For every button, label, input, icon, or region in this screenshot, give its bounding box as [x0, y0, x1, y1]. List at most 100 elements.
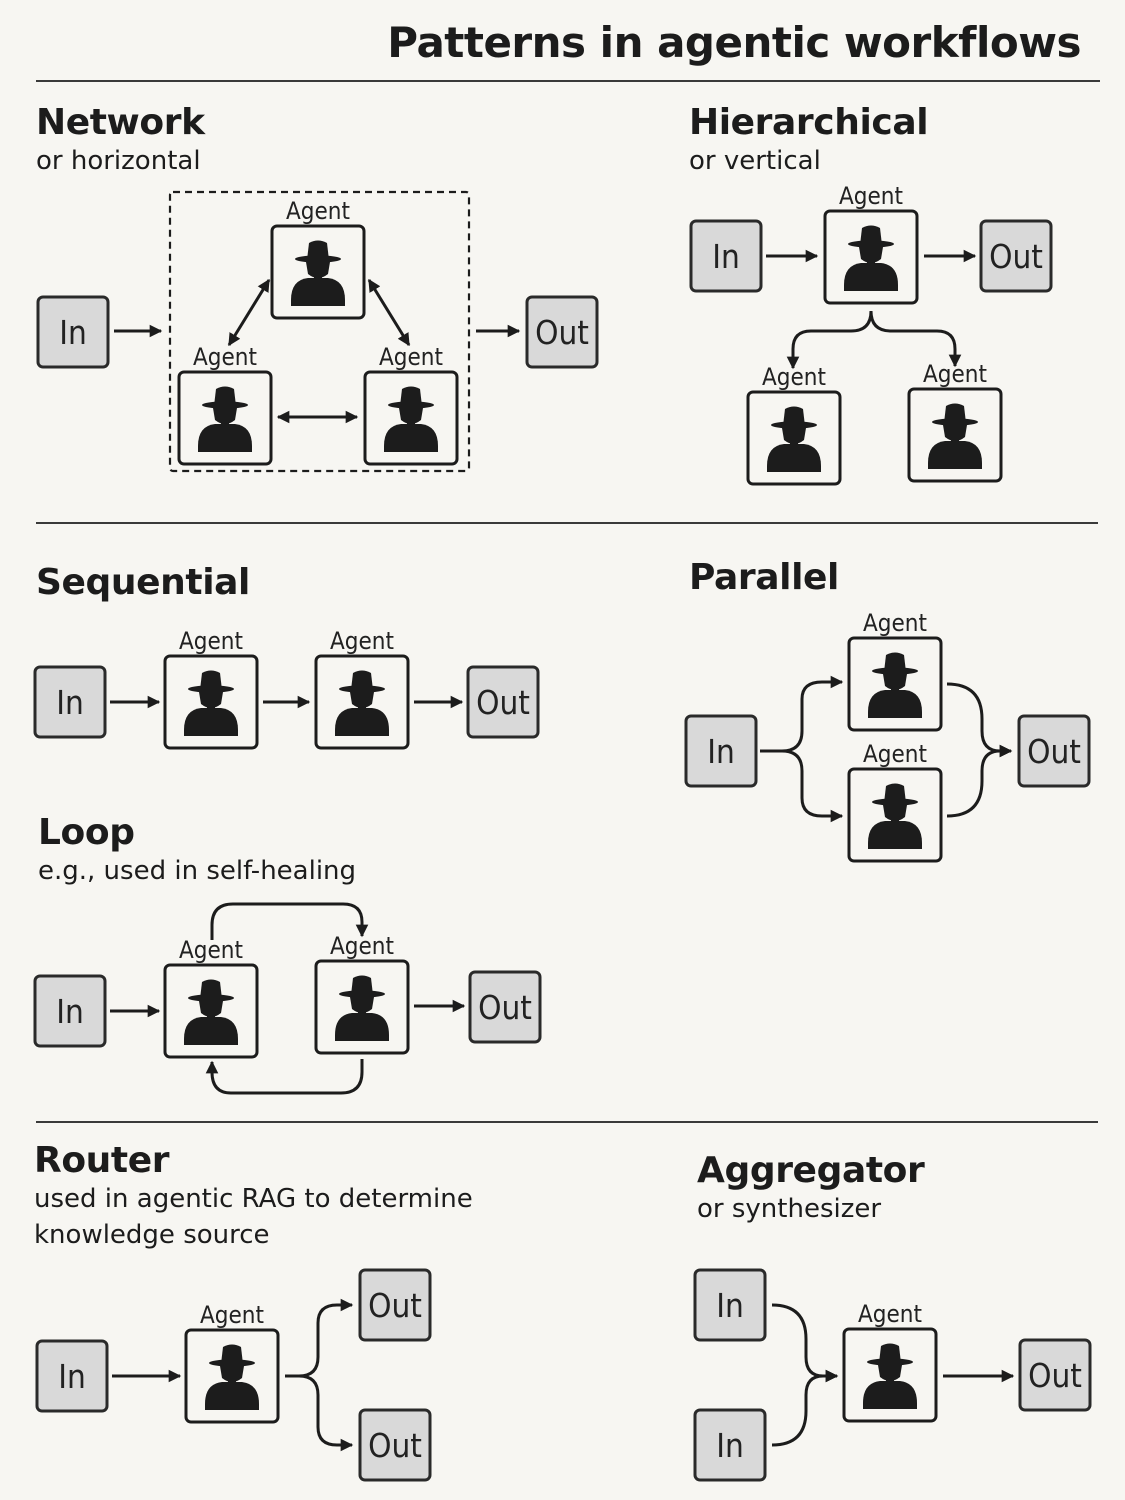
router-agent-label: Agent	[200, 1301, 264, 1329]
network-agent-top: Agent	[270, 197, 366, 320]
network-title: Network	[36, 102, 205, 143]
router-out-bottom-label: Out	[368, 1426, 422, 1465]
hierarchical-agent-manager-label: Agent	[839, 182, 903, 210]
agent-figure-icon	[205, 1344, 259, 1410]
network-edge-top-right	[367, 278, 411, 347]
router-in-box: In	[35, 1339, 109, 1413]
agent-figure-icon	[868, 783, 922, 849]
router-subtitle-line1: used in agentic RAG to determine	[34, 1184, 473, 1214]
aggregator-in-bottom-label: In	[716, 1426, 744, 1465]
loop-edge-back	[205, 1059, 364, 1095]
parallel-agent-bottom: Agent	[847, 740, 943, 863]
sequential-agent-2-label: Agent	[330, 627, 394, 655]
hierarchical-in-box: In	[689, 219, 763, 293]
loop-agent-1: Agent	[163, 936, 259, 1059]
agent-figure-icon	[184, 979, 238, 1045]
divider-bottom	[36, 1121, 1098, 1123]
network-agent-left-label: Agent	[193, 343, 257, 371]
agent-figure-icon	[863, 1343, 917, 1409]
aggregator-in-bottom: In	[693, 1408, 767, 1482]
aggregator-out-box: Out	[1018, 1338, 1092, 1412]
hierarchical-agent-manager: Agent	[823, 182, 919, 305]
hierarchical-out-box: Out	[979, 219, 1053, 293]
aggregator-subtitle: or synthesizer	[697, 1194, 882, 1224]
sequential-out-box: Out	[466, 665, 540, 739]
aggregator-agent-label: Agent	[858, 1300, 922, 1328]
network-out-box: Out	[525, 295, 599, 369]
parallel-edge-top-out	[946, 682, 1013, 758]
sequential-agent-1: Agent	[163, 627, 259, 750]
router-out-top: Out	[358, 1268, 432, 1342]
aggregator-in-top: In	[693, 1268, 767, 1342]
sequential-in-box-label: In	[56, 683, 84, 722]
router-subtitle-line2: knowledge source	[34, 1220, 270, 1250]
aggregator-in-top-label: In	[716, 1286, 744, 1325]
hierarchical-edge-left	[786, 310, 873, 370]
divider-top	[36, 80, 1100, 82]
aggregator-title: Aggregator	[697, 1150, 925, 1191]
hierarchical-agent-left: Agent	[746, 363, 842, 486]
agent-figure-icon	[335, 670, 389, 736]
network-out-box-label: Out	[535, 313, 589, 352]
router-title: Router	[34, 1140, 170, 1181]
loop-out-box: Out	[468, 970, 542, 1044]
agent-figure-icon	[335, 975, 389, 1041]
aggregator-edge-in-top	[771, 1303, 839, 1383]
parallel-in-box: In	[684, 714, 758, 788]
sequential-title: Sequential	[36, 562, 250, 603]
aggregator-agent: Agent	[842, 1300, 938, 1423]
parallel-agent-top: Agent	[847, 609, 943, 732]
agent-figure-icon	[184, 670, 238, 736]
network-agent-right: Agent	[363, 343, 459, 466]
network-edge-top-left	[227, 278, 271, 347]
hierarchical-out-box-label: Out	[989, 237, 1043, 276]
hierarchical-subtitle: or vertical	[689, 146, 821, 176]
parallel-out-box: Out	[1017, 714, 1091, 788]
parallel-edge-bottom-out	[946, 744, 1013, 818]
agent-figure-icon	[844, 225, 898, 291]
router-out-top-label: Out	[368, 1286, 422, 1325]
loop-out-box-label: Out	[478, 988, 532, 1027]
parallel-out-box-label: Out	[1027, 732, 1081, 771]
network-in-box-label: In	[59, 313, 87, 352]
agent-figure-icon	[198, 386, 252, 452]
loop-edge-forward	[210, 902, 369, 940]
network-agent-left: Agent	[177, 343, 273, 466]
network-agent-top-label: Agent	[286, 197, 350, 225]
agent-figure-icon	[767, 406, 821, 472]
loop-agent-1-label: Agent	[179, 936, 243, 964]
divider-middle	[36, 522, 1098, 524]
network-in-box: In	[36, 295, 110, 369]
router-edge-out-bottom	[285, 1374, 354, 1452]
edge-layer	[110, 249, 1015, 1452]
agent-figure-icon	[291, 240, 345, 306]
sequential-out-box-label: Out	[476, 683, 530, 722]
router-in-box-label: In	[58, 1357, 86, 1396]
agent-figure-icon	[928, 403, 982, 469]
router-agent: Agent	[184, 1301, 280, 1424]
loop-in-box-label: In	[56, 992, 84, 1031]
network-group-boundary	[168, 190, 471, 473]
router-edge-out-top	[285, 1298, 354, 1378]
loop-agent-2: Agent	[314, 932, 410, 1055]
agent-figure-icon	[384, 386, 438, 452]
parallel-edge-in-top	[760, 675, 844, 753]
parallel-agent-top-label: Agent	[863, 609, 927, 637]
network-agent-right-label: Agent	[379, 343, 443, 371]
loop-title: Loop	[38, 812, 135, 853]
aggregator-edge-in-bottom	[771, 1369, 839, 1447]
parallel-in-box-label: In	[707, 732, 735, 771]
hierarchical-title: Hierarchical	[689, 102, 929, 143]
network-subtitle: or horizontal	[36, 146, 201, 176]
router-out-bottom: Out	[358, 1408, 432, 1482]
loop-agent-2-label: Agent	[330, 932, 394, 960]
loop-subtitle: e.g., used in self-healing	[38, 856, 357, 886]
agent-figure-icon	[868, 652, 922, 718]
sequential-agent-1-label: Agent	[179, 627, 243, 655]
parallel-title: Parallel	[689, 557, 839, 598]
parallel-edge-in-bottom	[760, 749, 844, 823]
parallel-agent-bottom-label: Agent	[863, 740, 927, 768]
aggregator-out-box-label: Out	[1028, 1356, 1082, 1395]
